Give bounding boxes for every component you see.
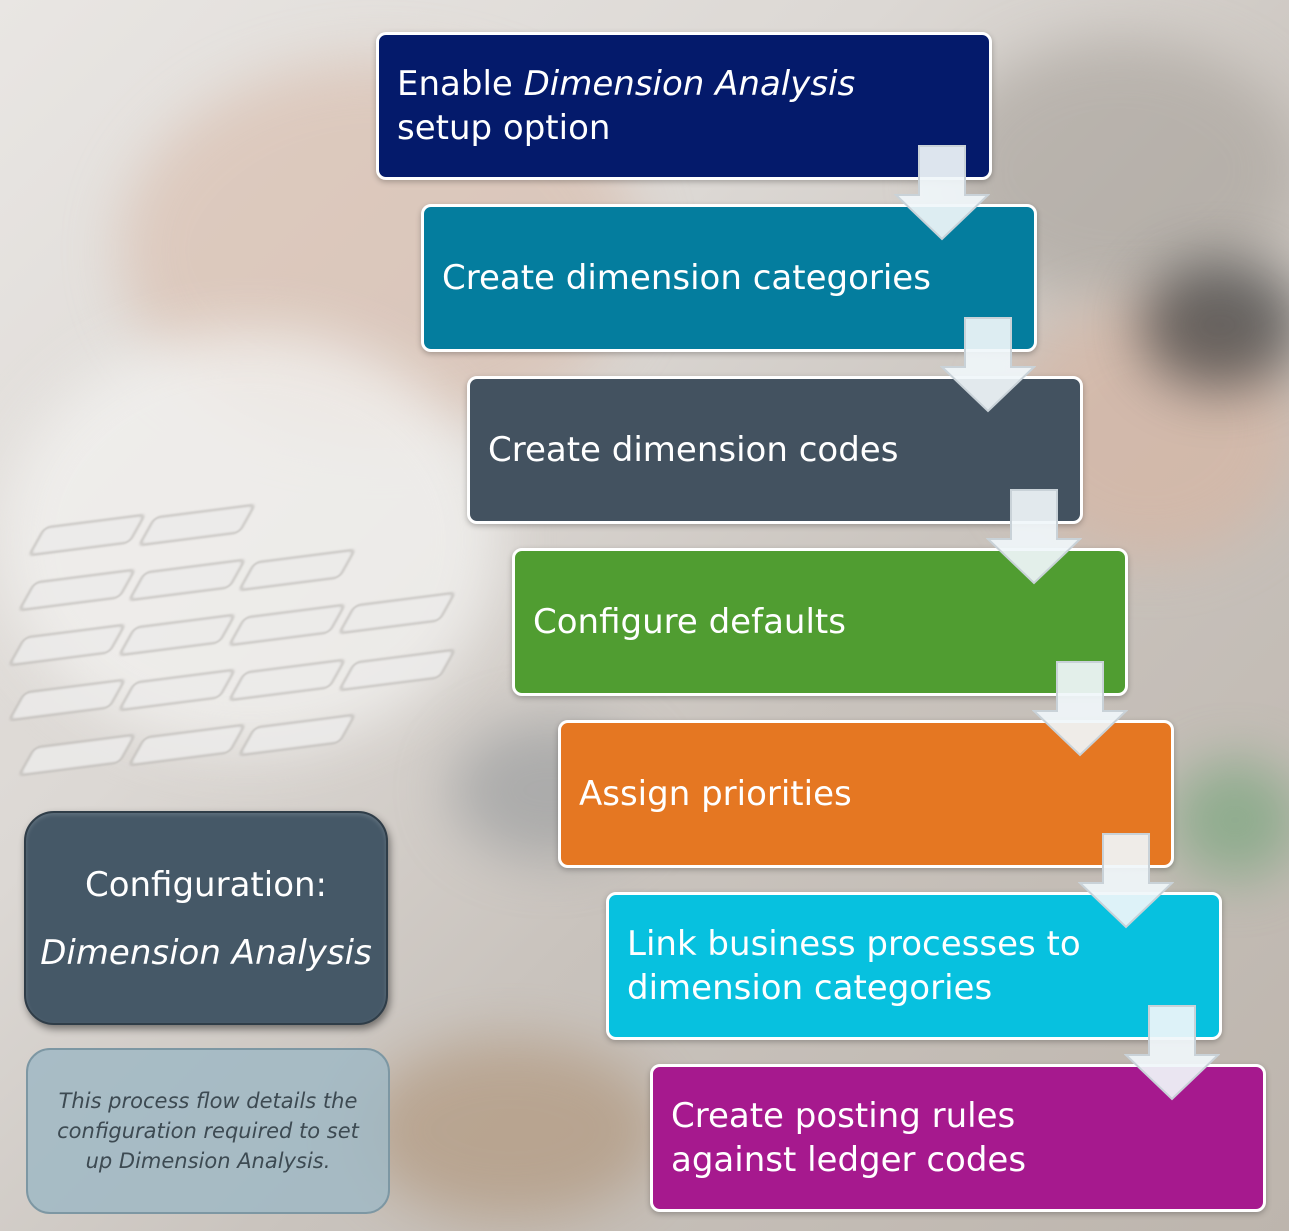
step-label-italic: Dimension Analysis	[523, 64, 856, 104]
down-arrow-icon	[940, 317, 1036, 413]
down-arrow-icon	[894, 145, 990, 241]
down-arrow-icon	[1032, 661, 1128, 757]
step-label: setup option	[397, 108, 611, 148]
down-arrow-icon	[1124, 1005, 1220, 1101]
keyboard-key	[7, 678, 127, 722]
down-arrow-icon	[1078, 833, 1174, 929]
configuration-title: Configuration:	[84, 865, 328, 905]
description-text: This process flow details the configurat…	[57, 1089, 359, 1173]
configuration-subtitle: Dimension Analysis	[40, 933, 372, 973]
step-label: Assign priorities	[579, 774, 852, 814]
keyboard-key	[17, 733, 137, 777]
step-label: Create posting rules against ledger code…	[671, 1096, 1027, 1180]
step-assign-priorities: Assign priorities	[558, 720, 1174, 868]
step-label: Enable	[397, 64, 524, 104]
step-label: Create dimension categories	[442, 258, 931, 298]
configuration-title-box: Configuration: Dimension Analysis	[24, 811, 388, 1025]
step-label: Link business processes to dimension cat…	[627, 924, 1081, 1008]
background-blur	[1170, 760, 1289, 880]
background-blur	[360, 1040, 660, 1220]
down-arrow-icon	[986, 489, 1082, 585]
background-blur	[1140, 260, 1289, 390]
description-note: This process flow details the configurat…	[26, 1048, 390, 1214]
step-label: Configure defaults	[533, 602, 846, 642]
step-label: Create dimension codes	[488, 430, 899, 470]
